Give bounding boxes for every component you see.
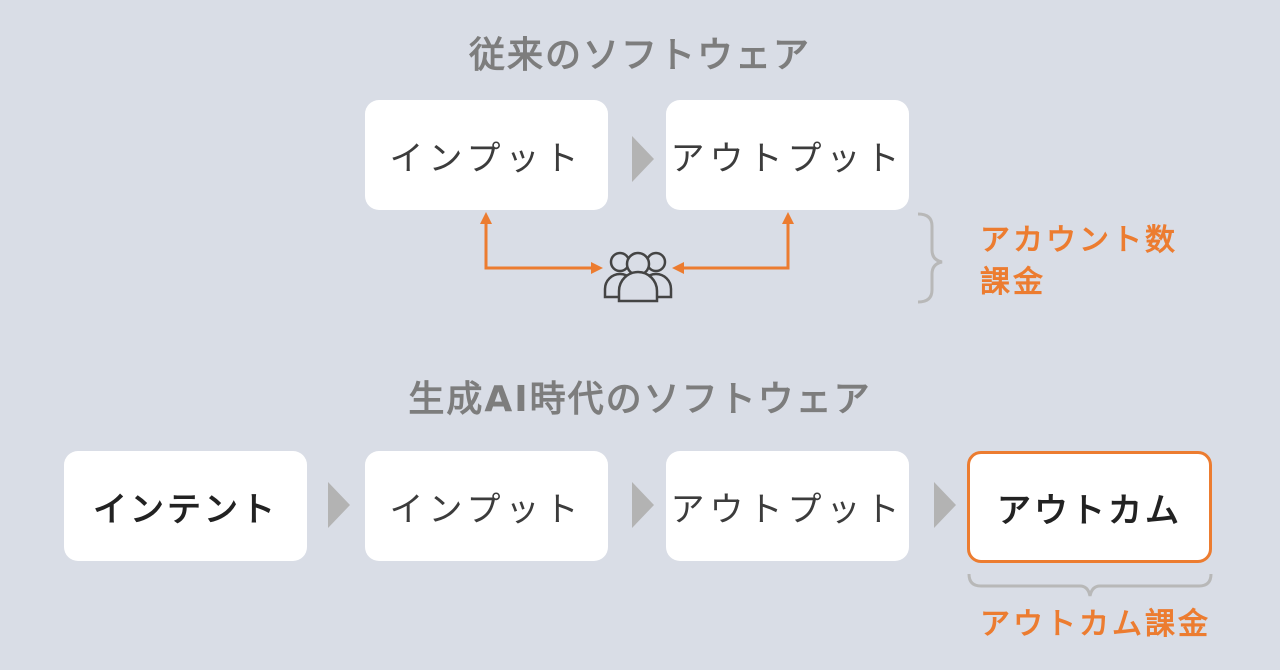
left-connector-arrow bbox=[484, 222, 597, 270]
arrow-chevron-icon bbox=[632, 136, 654, 182]
intent-label: インテント bbox=[93, 489, 278, 530]
top-brace bbox=[917, 212, 943, 304]
bottom-output-box: アウトプット bbox=[666, 451, 909, 561]
bottom-output-label: アウトプット bbox=[670, 489, 905, 530]
account-billing-note: アカウント数 課金 bbox=[980, 220, 1178, 304]
intent-box: インテント bbox=[64, 451, 307, 561]
arrow-chevron-icon bbox=[934, 482, 956, 528]
right-connector-arrow bbox=[678, 222, 790, 270]
arrow-chevron-icon bbox=[328, 482, 350, 528]
arrow-chevron-icon bbox=[632, 482, 654, 528]
top-output-box: アウトプット bbox=[666, 100, 909, 210]
outcome-label: アウトカム bbox=[997, 490, 1182, 531]
bottom-brace bbox=[967, 573, 1213, 597]
bottom-input-box: インプット bbox=[365, 451, 608, 561]
genai-software-title: 生成AI時代のソフトウェア bbox=[408, 379, 872, 420]
outcome-billing-note: アウトカム課金 bbox=[980, 607, 1211, 642]
account-billing-line1: アカウント数 bbox=[980, 223, 1178, 258]
bottom-input-label: インプット bbox=[389, 489, 584, 530]
users-group-icon bbox=[603, 251, 673, 303]
top-input-label: インプット bbox=[389, 138, 584, 179]
outcome-box: アウトカム bbox=[967, 451, 1212, 563]
top-input-box: インプット bbox=[365, 100, 608, 210]
top-output-label: アウトプット bbox=[670, 138, 905, 179]
traditional-software-title: 従来のソフトウェア bbox=[468, 35, 811, 76]
account-billing-line2: 課金 bbox=[980, 265, 1046, 300]
